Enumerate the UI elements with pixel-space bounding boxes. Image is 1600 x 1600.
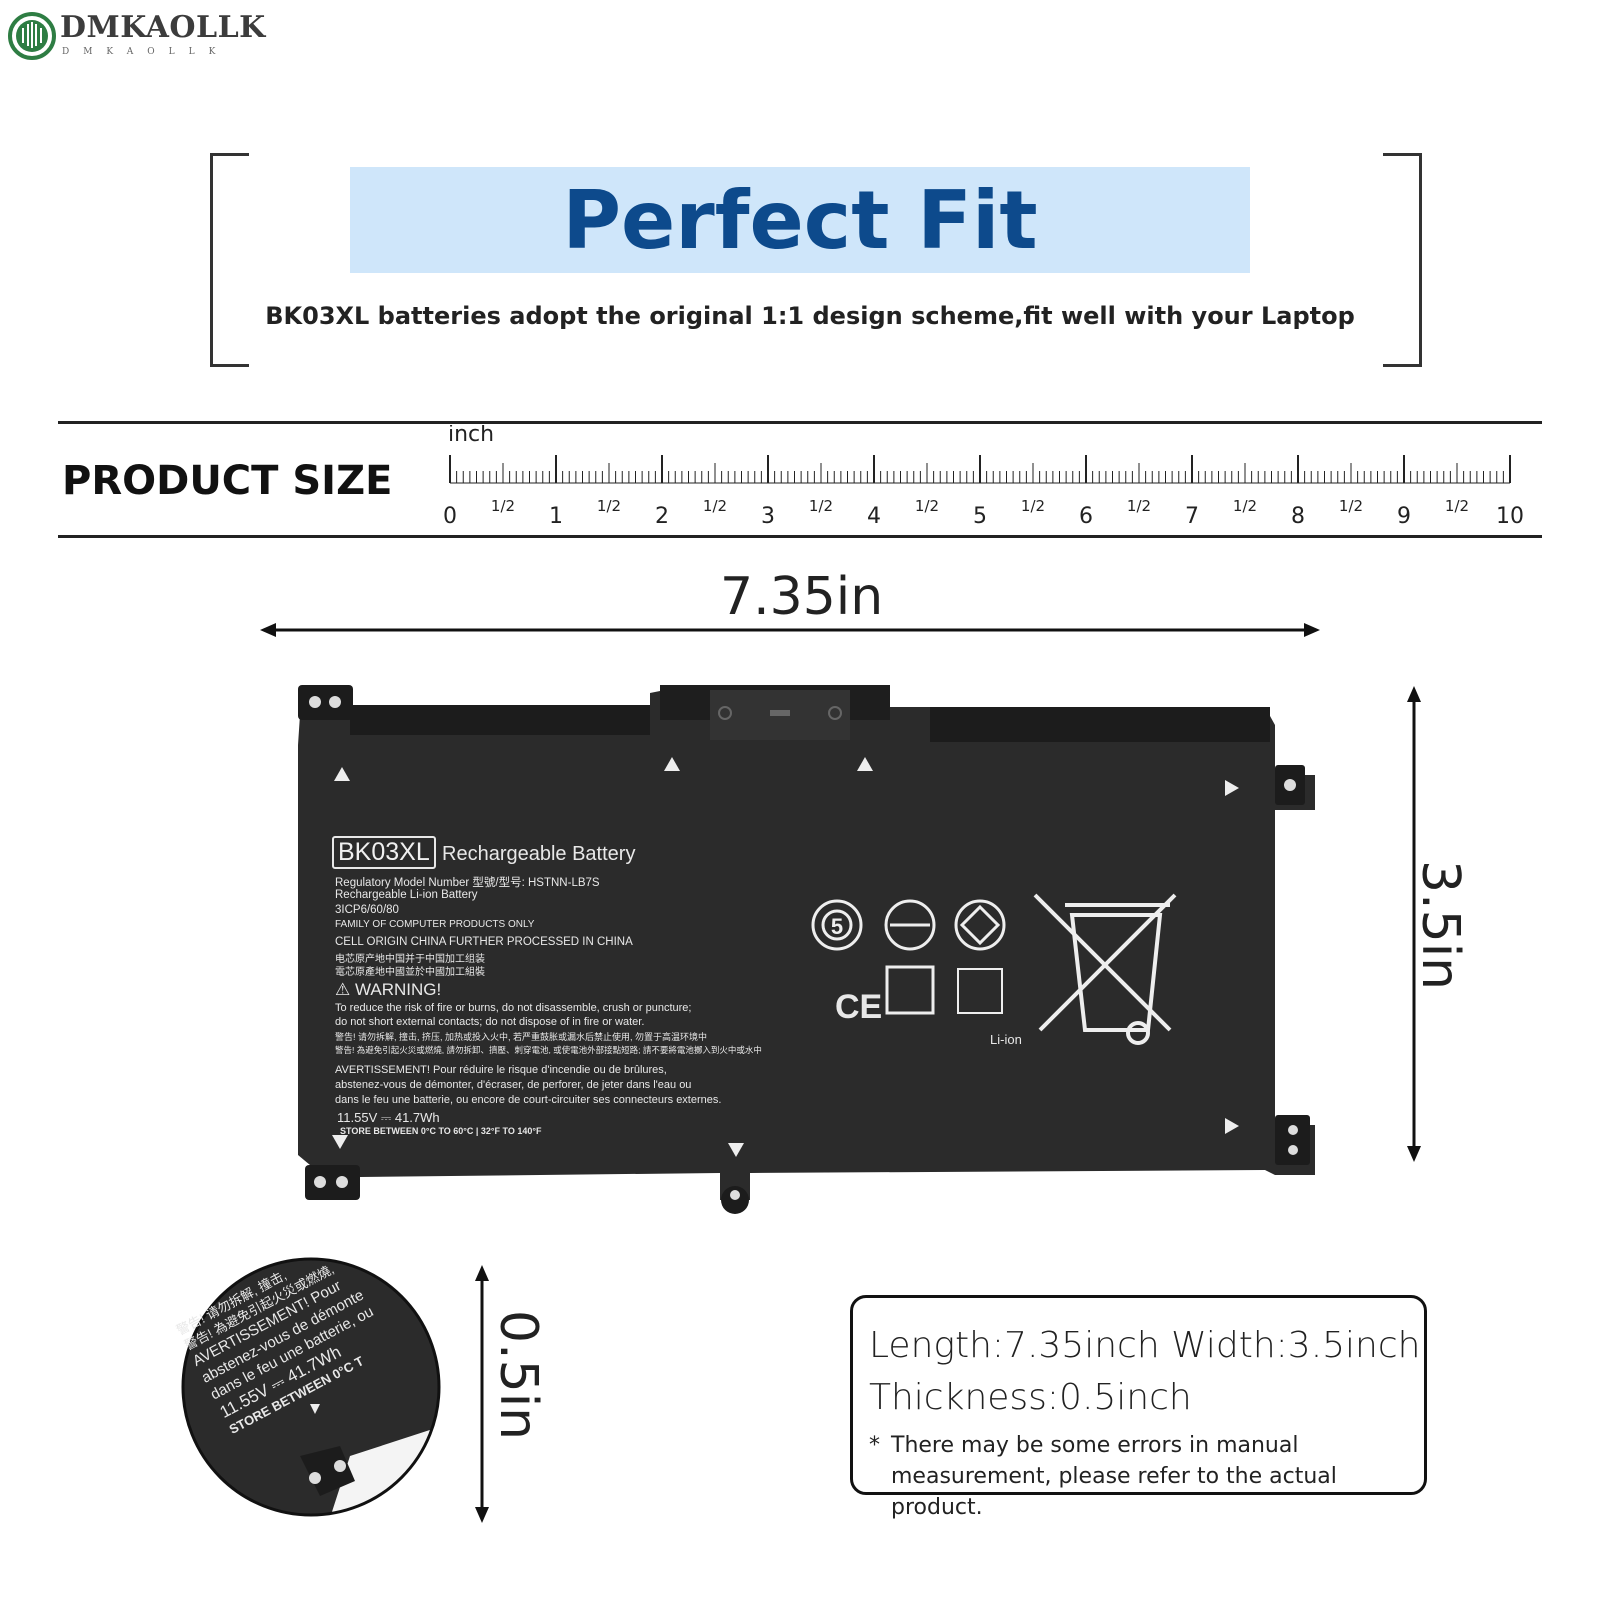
ruler-half-label: 1/2 — [1233, 497, 1257, 515]
battery-type: Rechargeable Battery — [442, 843, 636, 865]
note-text: There may be some errors in manual measu… — [891, 1433, 1337, 1520]
svg-text:5: 5 — [831, 914, 843, 939]
ruler-half-label: 1/2 — [915, 497, 939, 515]
ruler-half-label: 1/2 — [809, 497, 833, 515]
brand-name: DMKAOLLK — [60, 10, 266, 45]
thickness-arrow-icon — [475, 1265, 489, 1523]
title-banner: Perfect Fit — [350, 167, 1250, 273]
ruler-half-label: 1/2 — [597, 497, 621, 515]
length-arrow-icon — [260, 623, 1320, 637]
ruler-unit: inch — [448, 425, 494, 447]
ruler-half-label: 1/2 — [491, 497, 515, 515]
note-asterisk: * — [869, 1433, 880, 1458]
ruler-label: 7 — [1185, 504, 1199, 529]
li-ion-label: Li-ion — [990, 1032, 1022, 1047]
ruler-label: 10 — [1496, 504, 1524, 529]
warning-line: do not short external contacts; do not d… — [335, 1016, 645, 1028]
right-bracket — [1383, 153, 1422, 367]
battery-rating: 11.55V ⎓ 41.7Wh — [337, 1110, 440, 1125]
warning-line: 警告! 為避免引起火災或燃燒, 請勿拆卸、擠壓、刺穿電池, 或使電池外部接點短路… — [335, 1045, 762, 1055]
length-width-text: Length:7.35inch Width:3.5inch — [869, 1325, 1421, 1366]
thickness-closeup-image — [181, 1257, 441, 1517]
battery-model: BK03XL — [332, 836, 436, 869]
ruler-label: 4 — [867, 504, 881, 529]
label-line: 3ICP6/60/80 — [335, 904, 399, 916]
ruler-half-label: 1/2 — [703, 497, 727, 515]
warning-line: abstenez-vous de démonter, d'écraser, de… — [335, 1079, 692, 1091]
banner-title: Perfect Fit — [562, 173, 1038, 267]
dimension-summary-box: Length:7.35inch Width:3.5inch Thickness:… — [850, 1295, 1427, 1520]
warning-line: To reduce the risk of fire or burns, do … — [335, 1002, 692, 1014]
measurement-note: * There may be some errors in manual mea… — [869, 1430, 1410, 1523]
ruler-label: 6 — [1079, 504, 1093, 529]
ruler-label: 0 — [443, 504, 457, 529]
ruler-half-label: 1/2 — [1445, 497, 1469, 515]
thickness-text: Thickness:0.5inch — [869, 1377, 1192, 1418]
brand-tagline: DMKAOLLK — [62, 47, 230, 57]
ruler-label: 1 — [549, 504, 563, 529]
warning-line: dans le feu une batterie, ou encore de c… — [335, 1094, 722, 1106]
warning-line: AVERTISSEMENT! Pour réduire le risque d'… — [335, 1064, 667, 1076]
product-size-heading: PRODUCT SIZE — [62, 458, 393, 504]
ruler-half-label: 1/2 — [1339, 497, 1363, 515]
ruler-half-label: 1/2 — [1127, 497, 1151, 515]
label-line: Regulatory Model Number 型號/型号: HSTNN-LB7… — [335, 877, 600, 889]
label-line: 電芯原產地中國並於中國加工組裝 — [335, 967, 485, 978]
label-line: FAMILY OF COMPUTER PRODUCTS ONLY — [335, 919, 535, 930]
label-line: CELL ORIGIN CHINA FURTHER PROCESSED IN C… — [335, 936, 633, 948]
bottom-divider — [58, 535, 1542, 538]
left-bracket — [210, 153, 249, 367]
brand-logo-icon — [8, 12, 56, 60]
thickness-label: 0.5in — [488, 1310, 548, 1441]
banner-subtitle: BK03XL batteries adopt the original 1:1 … — [265, 302, 1355, 330]
label-line: 电芯原产地中国并于中国加工组装 — [335, 954, 485, 965]
width-arrow-icon — [1407, 686, 1421, 1162]
width-label: 3.5in — [1410, 860, 1470, 991]
ruler-half-label: 1/2 — [1021, 497, 1045, 515]
battery-image: 5 — [298, 685, 1315, 1214]
inch-ruler: inch 0 1/2 1 1/2 2 1/2 3 1/2 4 1/2 5 1/2 6 1/2 7 1/2 8 1/2… — [443, 425, 1524, 529]
ruler-label: 3 — [761, 504, 775, 529]
warning-line: 警告! 请勿拆解, 撞击, 挤压, 加热或投入火中, 若严重鼓胀或漏水后禁止使用… — [335, 1032, 708, 1042]
ruler-label: 2 — [655, 504, 669, 529]
label-line: Rechargeable Li-ion Battery — [335, 889, 478, 901]
warning-title-text: WARNING! — [354, 980, 442, 999]
ce-mark: CE — [835, 988, 883, 1026]
ruler-label: 8 — [1291, 504, 1305, 529]
warning-title: ⚠ WARNING! — [335, 980, 442, 999]
storage-temp: STORE BETWEEN 0°C TO 60°C | 32°F TO 140°… — [340, 1126, 542, 1136]
length-label: 7.35in — [720, 567, 884, 627]
top-divider — [58, 421, 1542, 424]
ruler-label: 5 — [973, 504, 987, 529]
ruler-label: 9 — [1397, 504, 1411, 529]
